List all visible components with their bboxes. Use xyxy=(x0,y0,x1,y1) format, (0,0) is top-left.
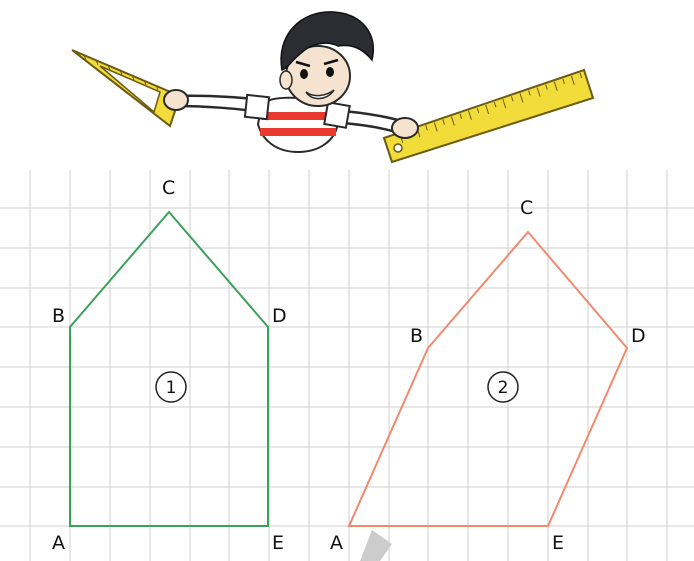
boy-illustration xyxy=(71,11,595,164)
shape-number-badge xyxy=(487,371,519,403)
boy-head xyxy=(279,11,374,107)
vertex-label-a: A xyxy=(52,532,65,554)
pentagon-2: 2 A B C D E xyxy=(330,197,646,554)
grid-lines xyxy=(0,170,694,561)
vertex-label-e: E xyxy=(272,532,284,554)
vertex-label-d: D xyxy=(631,325,646,347)
vertex-label-a: A xyxy=(330,532,343,554)
shape-number-badge xyxy=(155,371,187,403)
vertex-label-c: C xyxy=(520,197,533,219)
pentagon-1-outline xyxy=(69,210,269,527)
set-square-icon xyxy=(71,49,182,128)
vertex-label-b: B xyxy=(410,325,423,347)
shape-number: 2 xyxy=(498,378,509,398)
vertex-label-b: B xyxy=(52,305,65,327)
pentagon-1: 1 A B C D E xyxy=(52,177,287,554)
shape-number: 1 xyxy=(166,378,177,398)
vertex-label-c: C xyxy=(162,177,175,199)
vertex-label-d: D xyxy=(272,305,287,327)
gray-mark xyxy=(360,530,392,561)
vertex-label-e: E xyxy=(552,532,564,554)
ruler-icon xyxy=(382,68,595,164)
pentagon-2-outline xyxy=(347,230,629,527)
